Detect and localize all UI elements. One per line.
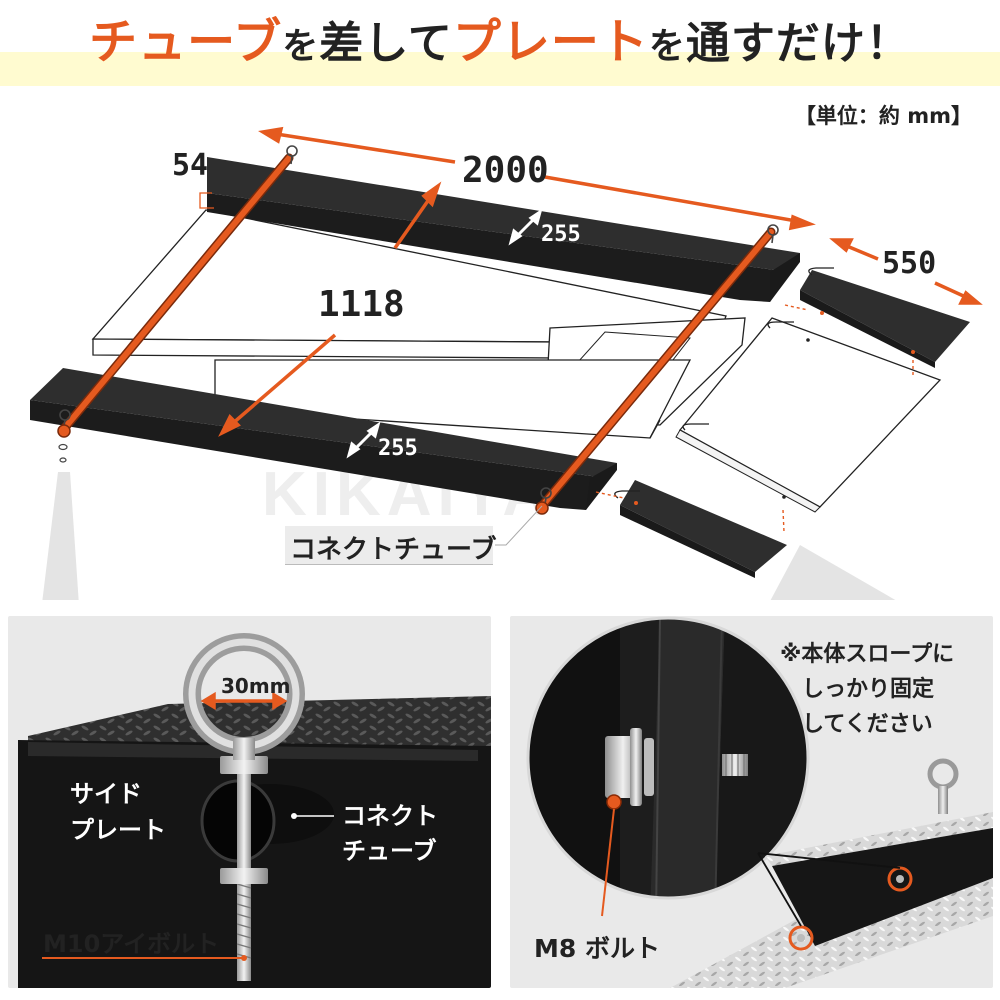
top-side-plate	[207, 157, 800, 302]
span-value: 1118	[318, 284, 405, 325]
unit-label: 【単位：約 mm】	[794, 104, 972, 128]
bolt-illustration	[526, 616, 993, 988]
dark-ramp-right	[800, 267, 970, 368]
height-value: 54	[172, 148, 209, 183]
title-part-just-pass: 通すだけ！	[685, 18, 911, 69]
connect-tube-callout	[285, 526, 493, 565]
guide-lines	[595, 304, 914, 533]
dimension-arrow-length	[258, 126, 816, 231]
connect-tube-right	[537, 227, 776, 511]
title-part-insert: 差して	[319, 18, 453, 69]
dimension-arrow-plate-top	[508, 208, 543, 246]
dimension-arrow-plate-bottom	[346, 421, 381, 459]
length-value: 2000	[462, 150, 549, 191]
m8-bolt-label: M8 ボルト	[534, 934, 660, 963]
side-plate-label-line2: プレート	[70, 816, 166, 844]
eye-bolt-illustration	[18, 633, 491, 988]
dimension-arrow-slope	[829, 238, 983, 305]
plate-width-bottom-value: 255	[378, 436, 418, 461]
connect-tube-label-line2: チューブ	[342, 837, 437, 865]
side-plate-label-line1: サイド	[70, 780, 142, 808]
connect-tube-callout-label: コネクトチューブ	[290, 535, 497, 565]
title-part-tube: チューブ	[89, 14, 283, 70]
connect-tube-label-line1: コネクト	[342, 802, 438, 830]
dark-ramp-bottom	[614, 480, 787, 578]
bottom-side-plate	[30, 368, 617, 510]
bolt-detail-panel: ※本体スロープに しっかり固定 してください M8 ボルト	[510, 616, 993, 988]
page-title: チューブを差してプレートを通すだけ！	[0, 6, 1000, 83]
eye-bolt-detail-panel: 30mm サイド プレート コネクト チューブ M10アイボルト	[8, 616, 491, 988]
connect-tube-left	[58, 153, 294, 435]
note-line3: してください	[802, 712, 933, 737]
eye-bolt-label: M10アイボルト	[43, 930, 220, 958]
note-line2: しっかり固定	[802, 677, 935, 702]
plate-width-top-value: 255	[541, 222, 581, 247]
slope-length-value: 550	[882, 246, 937, 281]
title-highlight-band	[0, 52, 1000, 86]
note-line1: ※本体スロープに	[780, 642, 955, 667]
dimension-arrow-span	[218, 181, 442, 437]
title-particle-2: を	[648, 26, 686, 67]
title-part-plate: プレート	[452, 14, 649, 70]
assembly-diagram: KIKAIYA	[30, 126, 983, 600]
callout-leader	[495, 505, 543, 546]
eye-bolts	[59, 145, 779, 505]
title-particle-1: を	[282, 26, 320, 67]
ring-diameter-label: 30mm	[221, 674, 291, 698]
